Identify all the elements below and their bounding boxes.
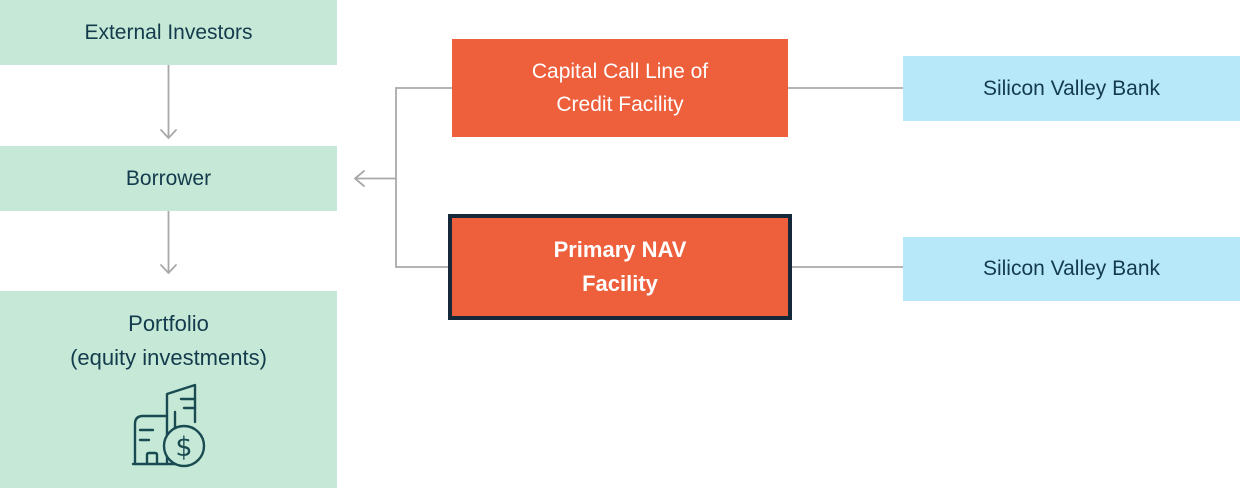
facilities-to-borrower-arrowhead	[354, 170, 365, 187]
svb-top-label: Silicon Valley Bank	[982, 76, 1161, 100]
node-borrower: Borrower	[0, 146, 337, 211]
svb-bottom-label: Silicon Valley Bank	[982, 257, 1161, 280]
dollar-sign: $	[175, 432, 192, 463]
investors-to-borrower-arrowhead	[160, 129, 177, 139]
capital-call-label-line2: Credit Facility	[556, 93, 684, 116]
portfolio-label-line1: Portfolio	[128, 311, 209, 336]
node-primary-nav-facility: Primary NAV Facility	[448, 214, 792, 320]
node-silicon-valley-bank-bottom: Silicon Valley Bank	[903, 237, 1240, 301]
node-portfolio: Portfolio (equity investments) $	[0, 291, 337, 488]
capital-call-label-line1: Capital Call Line of	[531, 60, 709, 83]
node-silicon-valley-bank-top: Silicon Valley Bank	[903, 56, 1240, 121]
primary-nav-label-line1: Primary NAV	[553, 237, 687, 262]
borrower-label: Borrower	[125, 166, 212, 190]
borrower-to-portfolio-arrowhead	[160, 264, 177, 274]
node-external-investors: External Investors	[0, 0, 337, 65]
node-capital-call-facility: Capital Call Line of Credit Facility	[452, 39, 788, 137]
portfolio-label-line2: (equity investments)	[70, 345, 267, 370]
facility-trunk-line	[395, 87, 452, 268]
primary-nav-label-line2: Facility	[582, 271, 658, 296]
external-investors-label: External Investors	[84, 20, 253, 44]
building-dollar-icon: $	[131, 383, 205, 468]
